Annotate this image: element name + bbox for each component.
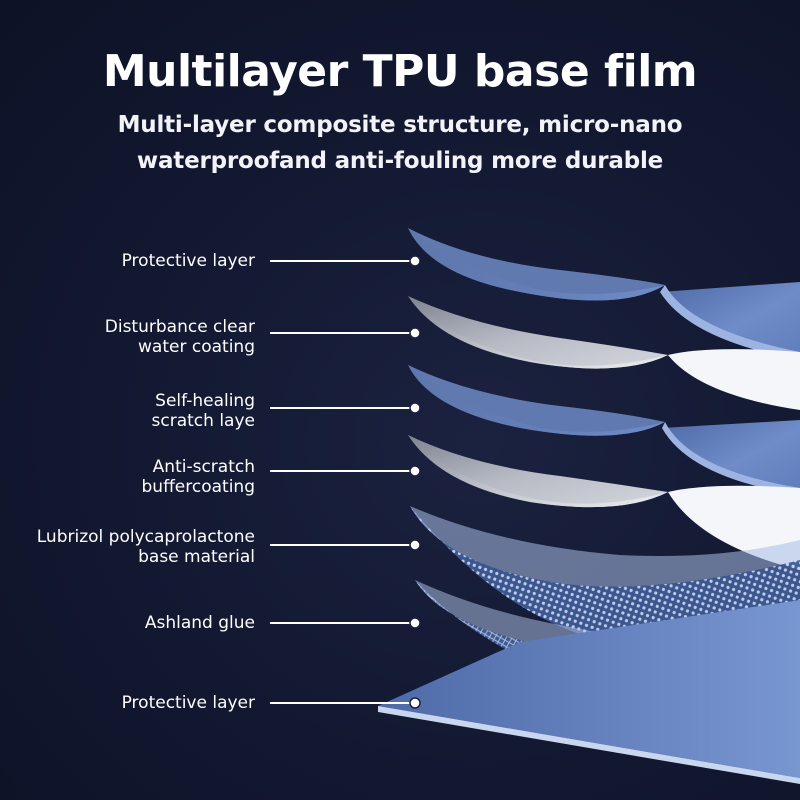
layer-label-2-line-1: Disturbance clear <box>104 317 255 337</box>
leader-dot-5 <box>409 539 421 551</box>
layer-label-6: Ashland glue <box>145 613 255 633</box>
layer-label-5: Lubrizol polycaprolactone base material <box>37 527 255 567</box>
layer-label-4: Anti-scratch buffercoating <box>142 457 255 497</box>
leader-line-7 <box>270 697 421 709</box>
layer-5-sheet <box>410 506 800 650</box>
layer-label-6-line-1: Ashland glue <box>144 613 255 633</box>
page-title: Multilayer TPU base film <box>102 46 698 97</box>
layer-label-7-line-1: Protective layer <box>121 693 255 713</box>
layer-7-sheet <box>378 600 800 784</box>
layer-label-1-line-1: Protective layer <box>121 251 255 271</box>
layer-label-7: Protective layer <box>122 693 255 713</box>
layer-label-4-line-1: Anti-scratch <box>152 457 255 477</box>
leader-line-4 <box>270 465 421 477</box>
leader-line-6 <box>270 617 421 629</box>
layer-label-3-line-1: Self-healing <box>155 391 255 411</box>
layer-label-1: Protective layer <box>122 251 255 271</box>
layer-label-2-line-2: water coating <box>138 337 255 357</box>
leader-line-3 <box>270 402 421 414</box>
leader-line-2 <box>270 327 421 339</box>
subtitle-line-2: waterproofand anti-fouling more durable <box>136 148 664 174</box>
layer-label-4-line-2: buffercoating <box>141 477 255 497</box>
subtitle-line-1: Multi-layer composite structure, micro-n… <box>117 112 683 138</box>
layer-label-3: Self-healing scratch laye <box>152 391 255 431</box>
leader-line-1 <box>270 255 421 267</box>
layer-label-3-line-2: scratch laye <box>151 411 255 431</box>
layer-label-5-line-1: Lubrizol polycaprolactone <box>36 527 255 547</box>
layer-label-2: Disturbance clear water coating <box>105 317 255 357</box>
leader-dot-7 <box>409 697 421 709</box>
layer-label-5-line-2: base material <box>138 547 255 567</box>
layer-2-sheet <box>408 296 800 410</box>
leader-dot-1 <box>409 255 421 267</box>
leader-dot-2 <box>409 327 421 339</box>
leader-dot-3 <box>409 402 421 414</box>
leader-line-5 <box>270 539 421 551</box>
leader-dot-6 <box>409 617 421 629</box>
leader-dot-4 <box>409 465 421 477</box>
